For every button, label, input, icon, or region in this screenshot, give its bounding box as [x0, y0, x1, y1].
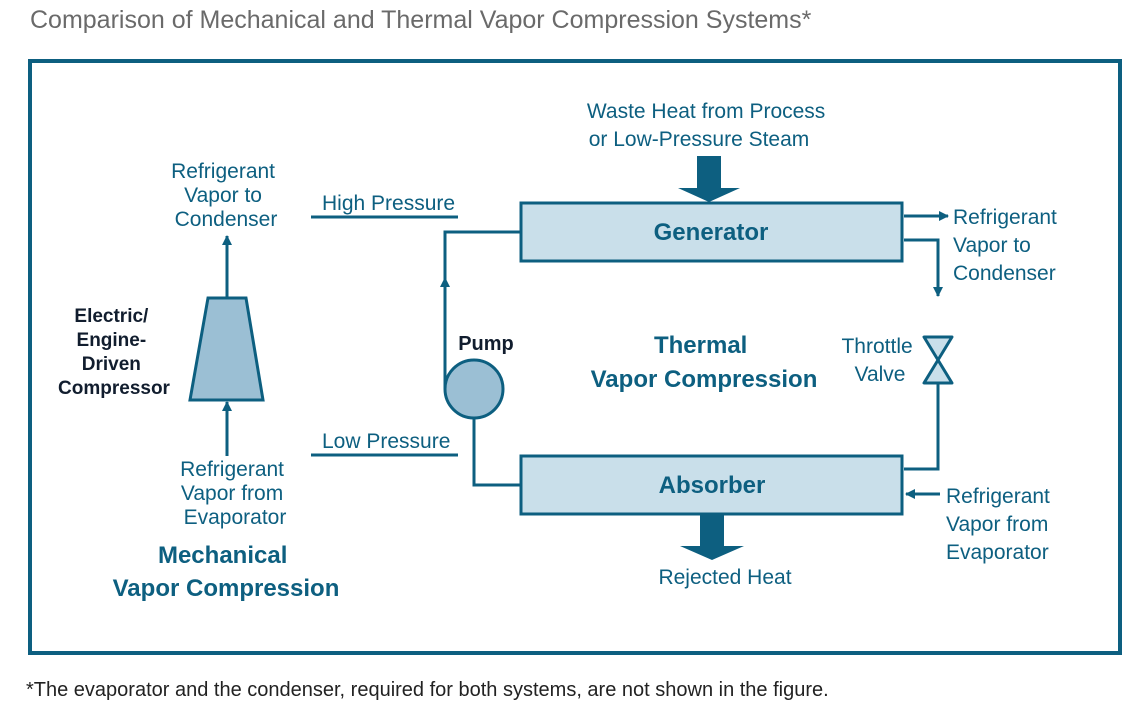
- rejected-heat-arrow: [680, 514, 744, 560]
- compressor-label: Electric/ Engine- Driven Compressor: [58, 306, 171, 399]
- thermal-heading: Thermal Vapor Compression: [591, 332, 818, 393]
- pump-label: Pump: [458, 333, 514, 355]
- figure-title: Comparison of Mechanical and Thermal Vap…: [30, 6, 812, 34]
- generator-to-throttle-line: [904, 238, 943, 297]
- absorber-label: Absorber: [659, 472, 766, 499]
- thermal-vapor-from-evaporator-label: Refrigerant Vapor from Evaporator: [946, 485, 1056, 564]
- waste-heat-label: Waste Heat from Process or Low-Pressure …: [587, 100, 831, 151]
- thermal-vapor-to-condenser-label: Refrigerant Vapor to Condenser: [953, 206, 1063, 285]
- mech-vapor-from-evaporator-label: Refrigerant Vapor from Evaporator: [180, 458, 290, 529]
- diagram-frame: [28, 59, 1122, 655]
- throttle-valve-label: Throttle Valve: [841, 335, 918, 386]
- waste-heat-arrow: [678, 156, 740, 202]
- generator-label: Generator: [654, 219, 769, 246]
- absorber-box: [519, 454, 904, 516]
- pump-symbol: [443, 358, 505, 420]
- footnote: *The evaporator and the condenser, requi…: [26, 679, 829, 701]
- throttle-to-absorber-line: [904, 383, 940, 471]
- mech-vapor-to-condenser-label: Refrigerant Vapor to Condenser: [171, 160, 281, 231]
- mechanical-heading: Mechanical Vapor Compression: [113, 542, 340, 602]
- compressor-shape: [188, 296, 265, 402]
- generator-box: [519, 201, 904, 263]
- low-pressure-label: Low Pressure: [322, 430, 450, 453]
- throttle-valve-symbol: [922, 335, 954, 385]
- high-pressure-label: High Pressure: [322, 192, 455, 215]
- absorber-to-pump-line: [472, 418, 521, 487]
- pump-to-generator-line: [443, 230, 521, 280]
- rejected-heat-label: Rejected Heat: [658, 566, 791, 589]
